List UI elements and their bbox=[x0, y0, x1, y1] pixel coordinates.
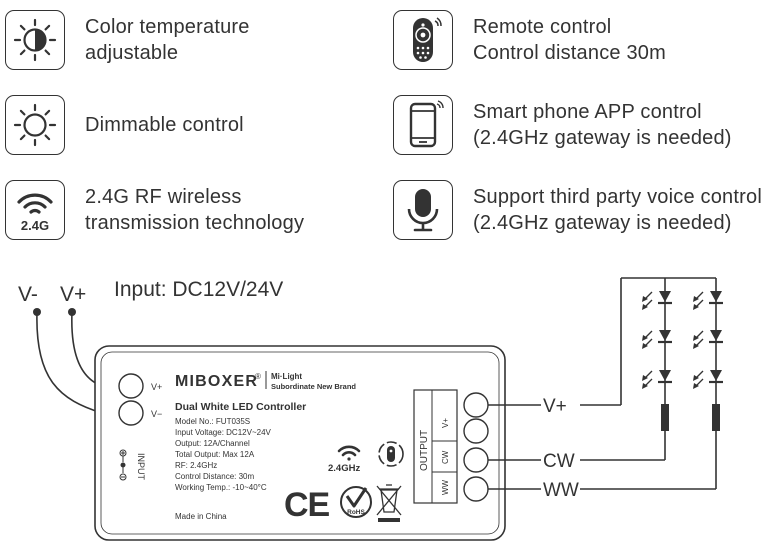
ww-led-2 bbox=[691, 328, 725, 351]
feature-line: Support third party voice control bbox=[473, 186, 762, 208]
spec-line: RF: 2.4GHz bbox=[175, 461, 217, 470]
feature-line: (2.4GHz gateway is needed) bbox=[473, 212, 732, 234]
spec-line: Control Distance: 30m bbox=[175, 472, 254, 481]
product-title: Dual White LED Controller bbox=[175, 401, 306, 413]
v-plus-label: V+ bbox=[60, 283, 86, 306]
output-terminal-vplus bbox=[463, 392, 489, 418]
input-side-label: INPUT bbox=[136, 453, 146, 481]
input-terminal-minus-label: V− bbox=[151, 409, 162, 419]
spec-list: Model No.: FUT035S Input Voltage: DC12V~2… bbox=[175, 417, 272, 492]
input-polarity-icon bbox=[119, 449, 127, 481]
feature-icon-box bbox=[393, 95, 453, 155]
sub-brand-name: Mi·Light bbox=[271, 372, 302, 381]
feature-line: Remote control bbox=[473, 16, 612, 38]
rf-wifi-icon bbox=[337, 445, 361, 461]
output-label-box bbox=[413, 389, 458, 504]
remote-control-icon bbox=[413, 17, 442, 62]
rf-badge-label: 2.4GHz bbox=[328, 463, 360, 474]
feature-line: transmission technology bbox=[85, 212, 305, 234]
v-minus-wire bbox=[36, 311, 103, 414]
spec-line: Model No.: FUT035S bbox=[175, 417, 250, 426]
output-terminal-label-cw: CW bbox=[441, 450, 450, 464]
wifi-2-4g-label: 2.4G bbox=[21, 218, 49, 233]
brightness-icon bbox=[13, 103, 57, 147]
input-voltage-label: Input: DC12V/24V bbox=[114, 278, 283, 301]
microphone-icon bbox=[407, 189, 439, 232]
feature-icon-box bbox=[393, 10, 453, 70]
ww-led-1 bbox=[691, 289, 725, 312]
input-terminal-plus-label: V+ bbox=[151, 382, 162, 392]
spec-line: Working Temp.: -10~40°C bbox=[175, 483, 267, 492]
output-terminal-cw bbox=[463, 447, 489, 473]
remote-pairing-icon bbox=[378, 441, 404, 467]
output-terminal-aux bbox=[463, 418, 489, 444]
sub-brand-tagline: Subordinate New Brand bbox=[271, 382, 356, 391]
ww-output-label: WW bbox=[543, 480, 579, 501]
output-terminal-ww bbox=[463, 476, 489, 502]
brand-registered-mark: ® bbox=[255, 372, 261, 381]
feature-line: adjustable bbox=[85, 42, 179, 64]
color-temperature-icon bbox=[13, 18, 57, 62]
feature-text: Remote control Control distance 30m bbox=[473, 14, 666, 66]
feature-icon-box bbox=[393, 180, 453, 240]
feature-icon-box bbox=[5, 10, 65, 70]
feature-text: Support third party voice control (2.4GH… bbox=[473, 184, 762, 236]
feature-line: 2.4G RF wireless bbox=[85, 186, 242, 208]
controller-inner-frame bbox=[100, 351, 500, 535]
wifi-2-4g-icon: 2.4G bbox=[17, 193, 53, 233]
cw-led-2 bbox=[640, 328, 674, 351]
ww-led-3 bbox=[691, 368, 725, 391]
weee-bin-icon bbox=[376, 484, 402, 522]
led-strip bbox=[620, 277, 717, 489]
feature-text: Smart phone APP control (2.4GHz gateway … bbox=[473, 99, 732, 151]
feature-text: Color temperature adjustable bbox=[85, 14, 250, 66]
cw-output-label: CW bbox=[543, 451, 575, 472]
feature-text: 2.4G RF wireless transmission technology bbox=[85, 184, 304, 236]
rohs-label: RoHS bbox=[347, 509, 365, 516]
spec-line: Output: 12A/Channel bbox=[175, 439, 250, 448]
feature-icon-box: 2.4G bbox=[5, 180, 65, 240]
feature-line: Color temperature bbox=[85, 16, 250, 38]
feature-line: (2.4GHz gateway is needed) bbox=[473, 127, 732, 149]
ww-resistor bbox=[712, 404, 720, 431]
cw-resistor bbox=[661, 404, 669, 431]
smartphone-icon bbox=[409, 100, 444, 148]
feature-line: Dimmable control bbox=[85, 114, 244, 136]
rohs-mark-icon: RoHS bbox=[340, 486, 372, 518]
ce-mark: CE bbox=[284, 486, 330, 524]
feature-text: Dimmable control bbox=[85, 112, 244, 138]
feature-icon-box bbox=[5, 95, 65, 155]
input-terminal-plus bbox=[118, 373, 144, 399]
vplus-output-label: V+ bbox=[543, 396, 567, 417]
cw-led-1 bbox=[640, 289, 674, 312]
output-side-label: OUTPUT bbox=[419, 430, 430, 471]
feature-line: Smart phone APP control bbox=[473, 101, 702, 123]
brand-logo: MIBOXER bbox=[175, 373, 258, 390]
v-minus-label: V- bbox=[18, 283, 38, 306]
feature-line: Control distance 30m bbox=[473, 42, 666, 64]
controller-body bbox=[94, 345, 506, 541]
spec-line: Input Voltage: DC12V~24V bbox=[175, 428, 272, 437]
input-terminal-minus bbox=[118, 400, 144, 426]
cw-led-3 bbox=[640, 368, 674, 391]
spec-line: Total Output: Max 12A bbox=[175, 450, 255, 459]
output-terminal-label-ww: WW bbox=[441, 479, 450, 495]
output-terminal-label-vplus: V+ bbox=[441, 418, 450, 428]
made-in-label: Made in China bbox=[175, 512, 227, 521]
